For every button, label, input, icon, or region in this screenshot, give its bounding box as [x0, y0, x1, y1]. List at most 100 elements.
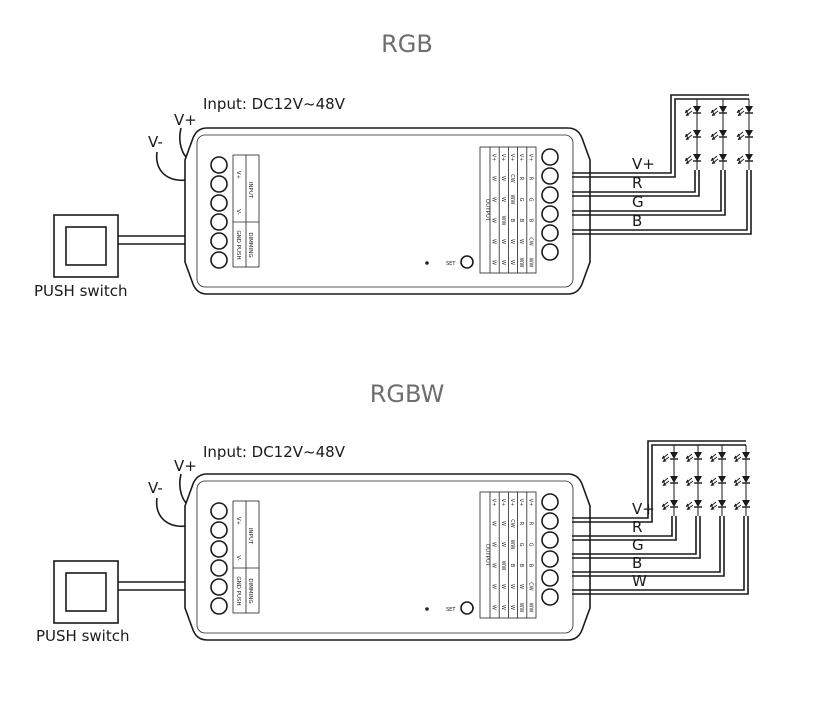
wire-channel	[572, 516, 697, 555]
output-table-cell: W	[509, 260, 515, 265]
wire-channel-pair	[572, 516, 725, 577]
output-table-cell: WW	[500, 216, 506, 226]
output-table-cell: V+	[509, 154, 515, 162]
set-button[interactable]	[460, 601, 474, 615]
output-table-cell: W	[491, 239, 497, 244]
output-table-cell: W	[509, 584, 515, 589]
push-switch-button[interactable]	[65, 226, 107, 266]
output-table-cell: W	[500, 521, 506, 526]
controller-inner-panel	[196, 480, 574, 634]
wire-label: B	[632, 554, 642, 572]
set-label: SET	[446, 607, 456, 613]
output-table-cell: CW	[527, 237, 533, 245]
output-terminal	[541, 224, 559, 242]
wire-channel	[572, 170, 722, 212]
output-terminal	[541, 531, 559, 549]
input-table-v-minus: V-	[235, 209, 241, 214]
output-terminal	[541, 512, 559, 530]
input-table-dimming: DIMMING	[247, 578, 253, 603]
set-label: SET	[446, 261, 456, 267]
wire-channel-pair	[572, 516, 677, 541]
svg-text:V-: V-	[235, 555, 241, 560]
output-table-cell: R	[518, 522, 524, 526]
svg-text:V-: V-	[235, 209, 241, 214]
output-table-cell: WW	[518, 258, 524, 268]
output-table-cell: B	[527, 219, 533, 223]
svg-text:DIMMING: DIMMING	[247, 232, 253, 257]
led-icon	[710, 106, 727, 117]
output-table-cell: W	[509, 605, 515, 610]
input-table-dimming: DIMMING	[247, 232, 253, 257]
input-voltage-label: Input: DC12V~48V	[203, 443, 346, 461]
output-table-cell: V+	[518, 499, 524, 507]
output-terminal	[541, 186, 559, 204]
input-table-input: INPUT	[247, 528, 253, 545]
output-terminal	[541, 569, 559, 587]
led-icon	[736, 130, 753, 141]
led-icon	[685, 452, 702, 463]
wire-channel-pair	[572, 516, 749, 595]
output-table-cell: WW	[509, 195, 515, 205]
svg-text:INPUT: INPUT	[247, 182, 253, 199]
wire-channel-pair	[572, 170, 700, 197]
input-terminal	[210, 251, 228, 269]
wire-channel	[572, 516, 745, 591]
output-table-cell: CW	[527, 582, 533, 590]
wire-label: G	[632, 193, 644, 211]
wire-label: V+	[632, 155, 655, 173]
set-button[interactable]	[460, 255, 474, 269]
wire-channel	[572, 170, 748, 231]
wire-channel	[572, 516, 673, 537]
wire-label: R	[632, 174, 642, 192]
output-table-cell: V+	[518, 154, 524, 162]
led-wiring: V+RGB	[572, 94, 753, 235]
output-table-cell: V+	[500, 154, 506, 162]
push-switch-button[interactable]	[65, 572, 107, 612]
input-table-input: INPUT	[247, 182, 253, 199]
output-table-cell: V+	[509, 499, 515, 507]
output-table-cell: WW	[527, 258, 533, 268]
led-icon	[733, 452, 750, 463]
led-icon	[684, 154, 701, 165]
output-table-cell: W	[491, 260, 497, 265]
output-table-cell: WW	[527, 603, 533, 613]
led-icon	[709, 476, 726, 487]
svg-text:DIMMING: DIMMING	[247, 578, 253, 603]
output-terminal-block	[541, 493, 559, 606]
controller-body	[184, 473, 591, 641]
wire-channel-pair	[572, 516, 701, 559]
output-table-cell: W	[509, 239, 515, 244]
wire-label: W	[632, 572, 647, 590]
output-table-cell: W	[491, 563, 497, 568]
output-table-cell: W	[500, 260, 506, 265]
svg-text:GND PUSH: GND PUSH	[235, 576, 241, 605]
output-terminal-block	[541, 148, 559, 261]
output-table-cell: W	[500, 605, 506, 610]
status-led	[425, 261, 429, 265]
output-table-cell: V+	[500, 499, 506, 507]
input-table-v-plus: V+	[235, 517, 241, 526]
output-table-cell: WW	[500, 561, 506, 571]
led-icon	[733, 476, 750, 487]
output-terminal	[541, 588, 559, 606]
svg-text:INPUT: INPUT	[247, 528, 253, 545]
wire-label: R	[632, 518, 642, 536]
output-table-cell: W	[491, 176, 497, 181]
output-table-cell: W	[491, 521, 497, 526]
output-table-cell: G	[518, 198, 524, 202]
input-terminal	[210, 521, 228, 539]
input-table-v-minus: V-	[235, 555, 241, 560]
output-table-cell: W	[491, 605, 497, 610]
input-terminal	[210, 597, 228, 615]
output-table-cell: CW	[509, 519, 515, 527]
input-table-v-plus: V+	[235, 171, 241, 180]
led-icon	[710, 130, 727, 141]
led-icon	[661, 452, 678, 463]
led-icon	[685, 500, 702, 511]
input-voltage-label: Input: DC12V~48V	[203, 95, 346, 113]
output-table-header: OUTPUT	[484, 199, 490, 222]
output-table-cell: CW	[509, 174, 515, 182]
output-table-cell: V+	[491, 499, 497, 507]
input-terminal-block	[210, 502, 228, 615]
